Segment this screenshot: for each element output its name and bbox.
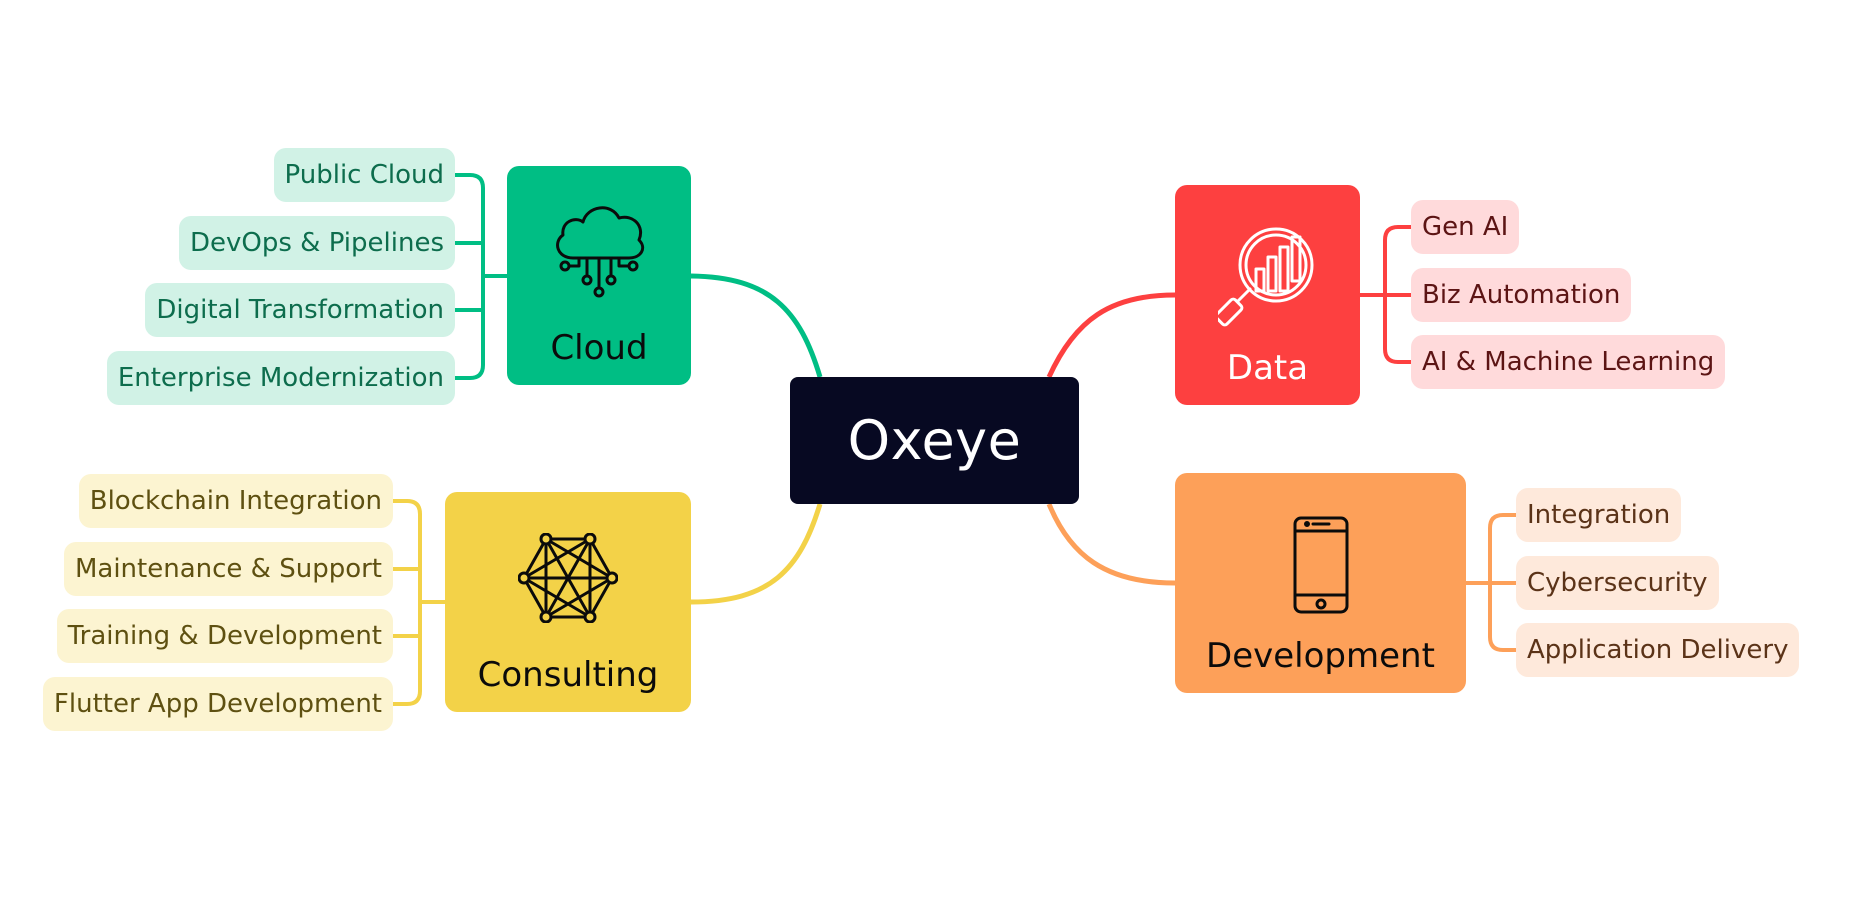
center-node: Oxeye: [790, 377, 1079, 504]
consulting-item-maintenance-support: Maintenance & Support: [63, 542, 393, 596]
cloud-item-digital-transformation: Digital Transformation: [145, 283, 455, 337]
development-item-cybersecurity: Cybersecurity: [1516, 556, 1719, 610]
branch-label-cloud: Cloud: [550, 328, 648, 368]
smartphone-icon: [1175, 515, 1466, 615]
branch-development: Development: [1175, 473, 1466, 693]
magnifier-chart-icon: [1175, 227, 1360, 327]
center-title: Oxeye: [847, 409, 1022, 472]
development-item-application-delivery: Application Delivery: [1516, 623, 1800, 677]
consulting-item-flutter-app-development: Flutter App Development: [42, 677, 393, 731]
connector-development: [1046, 503, 1176, 586]
connector-consulting: [690, 503, 823, 605]
branch-label-development: Development: [1206, 636, 1435, 676]
branch-label-data: Data: [1226, 348, 1309, 388]
cloud-item-enterprise-modernization: Enterprise Modernization: [106, 351, 455, 405]
network-mesh-icon: [445, 533, 691, 623]
cloud-network-icon: [507, 194, 691, 298]
connector-data: [1046, 292, 1176, 379]
data-item-biz-automation: Biz Automation: [1411, 268, 1632, 322]
data-item-ai-machine-learning: AI & Machine Learning: [1411, 335, 1726, 389]
cloud-items-bracket: [455, 173, 507, 380]
connector-cloud: [690, 273, 823, 378]
data-items-bracket: [1360, 225, 1411, 364]
branch-cloud: Cloud: [507, 166, 691, 385]
data-item-gen-ai: Gen AI: [1411, 200, 1520, 254]
development-item-integration: Integration: [1516, 488, 1682, 542]
branch-consulting: Consulting: [445, 492, 691, 712]
consulting-item-training-development: Training & Development: [56, 609, 393, 663]
consulting-item-blockchain-integration: Blockchain Integration: [78, 474, 393, 528]
branch-label-consulting: Consulting: [477, 655, 659, 695]
cloud-item-devops-pipelines: DevOps & Pipelines: [178, 216, 455, 270]
branch-data: Data: [1175, 185, 1360, 405]
cloud-item-public-cloud: Public Cloud: [273, 148, 455, 202]
consulting-items-bracket: [393, 499, 445, 706]
development-items-bracket: [1466, 513, 1516, 652]
